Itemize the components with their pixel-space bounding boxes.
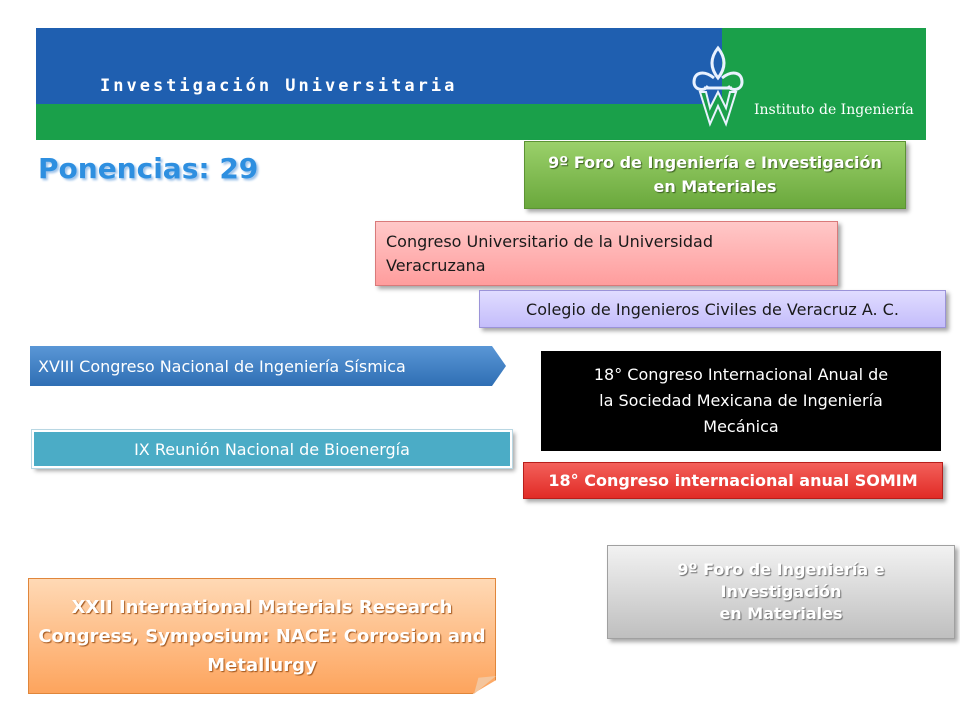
event-congreso-somim: 18° Congreso internacional anual SOMIM	[523, 462, 943, 499]
event-foro-top-line2: en Materiales	[653, 177, 777, 196]
event-nace-line3: Metallurgy	[207, 654, 317, 676]
event-colegio-label: Colegio de Ingenieros Civiles de Veracru…	[526, 299, 899, 319]
event-reunion-bioenergia: IX Reunión Nacional de Bioenergía	[31, 429, 513, 469]
event-congreso-ingenieria-sismica: XVIII Congreso Nacional de Ingeniería Sí…	[30, 346, 506, 386]
header-title: Investigación Universitaria	[100, 76, 458, 96]
event-foro-top-line1: 9º Foro de Ingeniería e Investigación	[548, 153, 882, 172]
header-banner-green-block	[722, 28, 926, 140]
event-colegio-ingenieros-civiles: Colegio de Ingenieros Civiles de Veracru…	[479, 290, 946, 328]
event-materials-research-congress: XXII International Materials Research Co…	[28, 578, 496, 694]
event-sismica-label: XVIII Congreso Nacional de Ingeniería Sí…	[38, 356, 406, 376]
event-nace-line1: XXII International Materials Research	[71, 596, 453, 618]
event-mecanica-line1: 18° Congreso Internacional Anual de	[593, 365, 889, 384]
event-foro-materiales-bottom: 9º Foro de Ingeniería e Investigación en…	[607, 545, 955, 639]
event-foro-bottom-line2: Investigación	[720, 582, 842, 601]
event-congreso-uv-line2: Veracruzana	[386, 255, 486, 275]
institute-name: Instituto de Ingeniería	[754, 102, 914, 118]
header-banner-green-strip	[36, 104, 722, 140]
event-congreso-universitario-uv: Congreso Universitario de la Universidad…	[375, 221, 838, 286]
event-mecanica-line2: la Sociedad Mexicana de Ingeniería	[599, 391, 883, 410]
event-foro-bottom-line3: en Materiales	[719, 604, 843, 623]
uv-logo-icon	[690, 44, 746, 130]
event-congreso-uv-line1: Congreso Universitario de la Universidad	[386, 231, 713, 251]
event-congreso-sociedad-mecanica: 18° Congreso Internacional Anual de la S…	[541, 351, 941, 451]
event-somim-label: 18° Congreso internacional anual SOMIM	[548, 471, 918, 490]
ponencias-count-title: Ponencias: 29	[38, 152, 259, 185]
event-nace-line2: Congress, Symposium: NACE: Corrosion and	[38, 625, 486, 647]
event-foro-bottom-line1: 9º Foro de Ingeniería e	[677, 560, 885, 579]
header-banner-blue	[36, 28, 722, 104]
event-foro-materiales-top: 9º Foro de Ingeniería e Investigación en…	[524, 141, 906, 209]
event-mecanica-line3: Mecánica	[703, 417, 779, 436]
event-bioenergia-label: IX Reunión Nacional de Bioenergía	[134, 439, 410, 459]
